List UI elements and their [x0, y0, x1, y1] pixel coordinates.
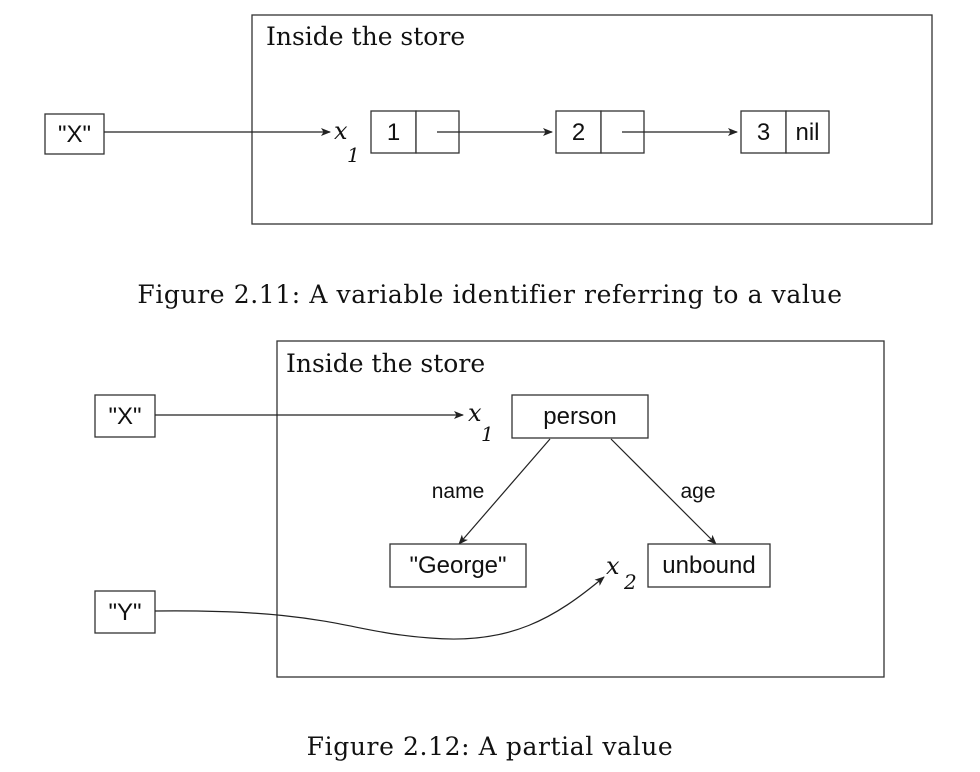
variable-x1-name: x: [334, 117, 348, 145]
identifier-y-box: [94, 590, 156, 634]
figure-2-12: Inside the store "X" x 1 person name age…: [94, 340, 885, 761]
store-label: Inside the store: [286, 349, 485, 378]
value-george-label: "George": [409, 552, 506, 579]
variable-x1-name: x: [468, 399, 482, 427]
value-george-box: [389, 543, 527, 588]
cell-2-value: 2: [572, 119, 585, 146]
variable-x1-index: 1: [347, 143, 360, 167]
cell-3-value: 3: [757, 119, 770, 146]
cell-1-value: 1: [387, 119, 400, 146]
variable-x2-index: 2: [623, 570, 637, 594]
identifier-y-label: "Y": [108, 599, 141, 626]
record-person-box: [511, 394, 649, 439]
store-frame: [276, 340, 885, 678]
store-label: Inside the store: [266, 22, 465, 51]
figure-2-11-caption: Figure 2.11: A variable identifier refer…: [137, 280, 842, 309]
variable-x1-index: 1: [481, 422, 494, 446]
edge-name: [458, 438, 551, 545]
figure-2-12-caption: Figure 2.12: A partial value: [307, 732, 674, 761]
identifier-x-label: "X": [58, 121, 91, 148]
record-person-label: person: [543, 403, 616, 430]
figure-2-11: Inside the store "X" x 1 1 2 3 nil F: [44, 14, 933, 309]
cell-3-head: [740, 110, 787, 154]
list-cell-3: 3 nil: [740, 110, 830, 154]
cell-3-tail: [785, 110, 830, 154]
identifier-x-label: "X": [108, 403, 141, 430]
edge-name-label: name: [432, 480, 485, 503]
value-unbound-box: [647, 543, 771, 588]
identifier-x-box: [94, 394, 156, 438]
variable-x2-name: x: [606, 552, 620, 580]
store-frame: [251, 14, 933, 225]
cell-3-nil: nil: [795, 119, 819, 146]
value-unbound-label: unbound: [662, 552, 755, 579]
identifier-x-box: [44, 113, 105, 155]
edge-age: [610, 438, 717, 545]
arrow-y-to-x2: [154, 576, 605, 640]
edge-age-label: age: [680, 480, 715, 503]
